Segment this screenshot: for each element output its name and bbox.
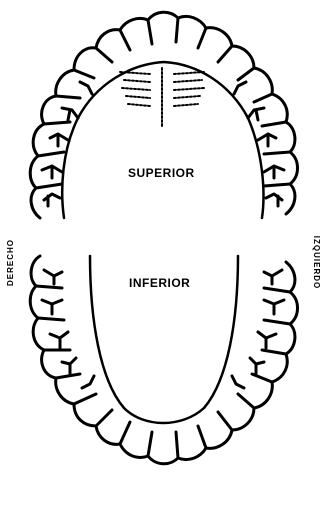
lower-molar-fissures-left (232, 270, 284, 388)
right-side-label: DERECHO (6, 239, 15, 286)
upper-arch-label: SUPERIOR (128, 166, 195, 180)
lower-arch-label: INFERIOR (129, 276, 190, 290)
left-side-label: IZQUIERDO (312, 236, 321, 289)
